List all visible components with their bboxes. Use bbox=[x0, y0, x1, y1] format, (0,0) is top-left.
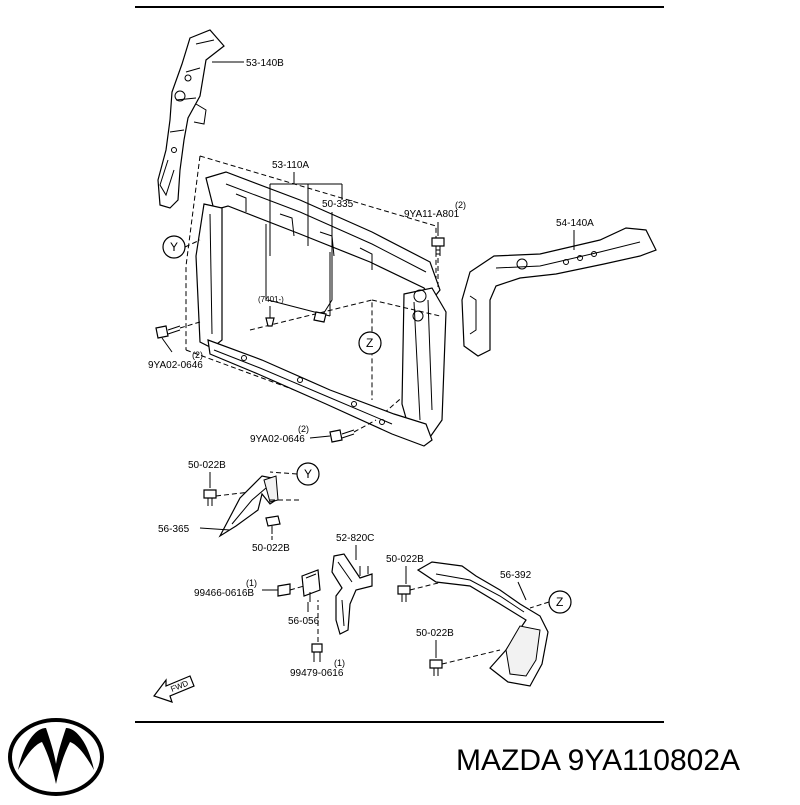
dash-99466-0616B bbox=[289, 585, 305, 591]
view-marker-z-2: Z bbox=[529, 590, 572, 614]
label-50-022B-b: 50-022B bbox=[252, 543, 290, 554]
part-number-caption: MAZDA 9YA110802A bbox=[456, 744, 741, 777]
clip-50-022B-d bbox=[429, 659, 443, 676]
dash-9YA02-0646-a bbox=[179, 321, 201, 329]
label-99479-0616: 99479-0616 bbox=[290, 668, 344, 679]
clip-7401 bbox=[265, 317, 275, 327]
clip-50-022B-c bbox=[397, 585, 411, 602]
dash-9YA02-0646-b bbox=[353, 419, 377, 433]
bracket-52-820C bbox=[331, 553, 373, 635]
deflector-56-365 bbox=[218, 475, 279, 538]
label-56-365: 56-365 bbox=[158, 524, 190, 535]
svg-text:Z: Z bbox=[556, 595, 563, 609]
svg-text:Y: Y bbox=[304, 467, 312, 481]
view-marker-y-2: Y bbox=[269, 462, 320, 486]
label-9YA11-A801: 9YA11-A801 bbox=[404, 209, 460, 220]
qty-99466-0616B: (1) bbox=[246, 578, 257, 588]
label-56-056: 56-056 bbox=[288, 616, 320, 627]
qty-9YA02-0646-b: (2) bbox=[298, 424, 309, 434]
mazda-logo bbox=[8, 718, 104, 796]
bolt-9YA11-A801 bbox=[431, 237, 445, 256]
label-54-140A: 54-140A bbox=[556, 218, 594, 229]
fwd-arrow-icon: FWD bbox=[153, 675, 195, 703]
label-50-022B-d: 50-022B bbox=[416, 628, 454, 639]
bolt-9YA02-0646-b bbox=[329, 429, 355, 443]
dash-50-022B-d bbox=[441, 649, 501, 665]
qty-99479-0616: (1) bbox=[334, 658, 345, 668]
leader-56-365 bbox=[199, 527, 231, 531]
label-53-140B: 53-140B bbox=[246, 58, 284, 69]
label-50-022B-c: 50-022B bbox=[386, 554, 424, 565]
leader-53-110A bbox=[269, 172, 343, 256]
dash-50-022B-a bbox=[215, 491, 251, 497]
deflector-56-392 bbox=[416, 561, 549, 687]
leader-50-335 bbox=[321, 212, 333, 317]
clip-50-022B-a bbox=[203, 489, 217, 506]
label-50-335: 50-335 bbox=[322, 199, 354, 210]
label-99466-0616B: 99466-0616B bbox=[194, 588, 254, 599]
label-53-110A: 53-110A bbox=[272, 160, 309, 171]
clip-50-022B-b bbox=[265, 515, 281, 534]
clip-56-056 bbox=[301, 569, 321, 602]
radiator-support-53-110A bbox=[185, 155, 447, 447]
clip-50-335 bbox=[313, 311, 327, 323]
bolt-99466-0616B bbox=[262, 583, 291, 597]
bracket-53-140B bbox=[157, 29, 225, 209]
label-9YA02-0646-a: 9YA02-0646 bbox=[148, 360, 203, 371]
leader-9YA02-0646-a bbox=[161, 337, 173, 353]
qty-9YA02-0646-a: (2) bbox=[192, 350, 203, 360]
view-marker-z-1: Z bbox=[358, 331, 382, 355]
leader-9YA02-0646-b bbox=[309, 435, 331, 439]
label-7401: (7401-) bbox=[258, 295, 284, 304]
label-52-820C: 52-820C bbox=[336, 533, 374, 544]
label-56-392: 56-392 bbox=[500, 570, 532, 581]
svg-text:Z: Z bbox=[366, 336, 373, 350]
label-50-022B-a: 50-022B bbox=[188, 460, 226, 471]
bracket-54-140A bbox=[461, 227, 657, 357]
qty-9YA11-A801: (2) bbox=[455, 200, 466, 210]
bolt-9YA02-0646-a bbox=[155, 325, 181, 339]
leader-56-392 bbox=[517, 581, 527, 601]
svg-text:Y: Y bbox=[170, 240, 178, 254]
label-9YA02-0646-b: 9YA02-0646 bbox=[250, 434, 305, 445]
bolt-99479-0616 bbox=[311, 643, 323, 662]
view-marker-y-1: Y bbox=[162, 235, 201, 259]
